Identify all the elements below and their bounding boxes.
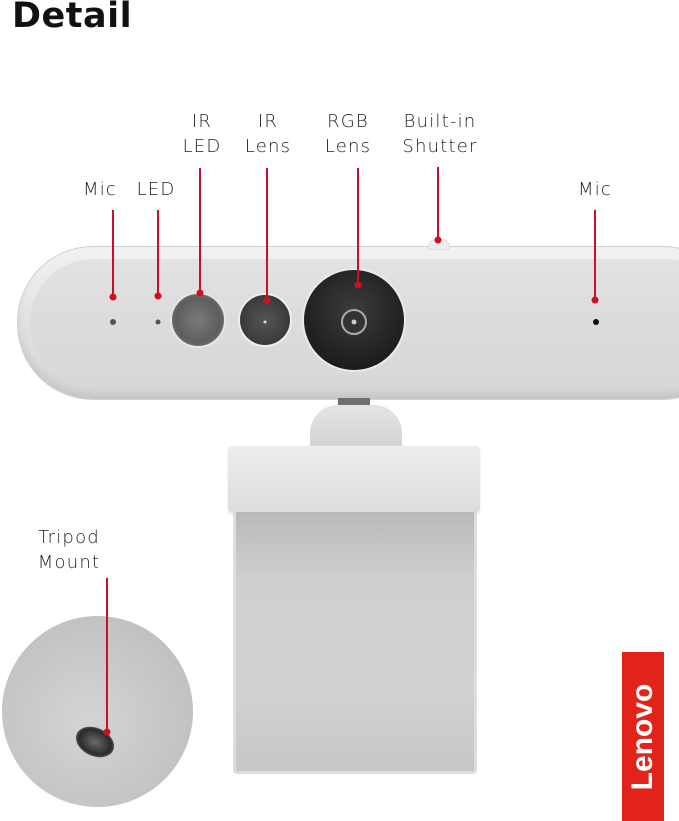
monitor-clip-body bbox=[233, 512, 477, 774]
callout-dot-rgb-lens bbox=[354, 281, 362, 289]
leader-line-mic-right bbox=[594, 210, 596, 300]
callout-label-mic-right: Mic bbox=[578, 177, 612, 202]
label-line: IR bbox=[191, 111, 213, 132]
label-line: Mic bbox=[82, 179, 118, 200]
label-line: Lens bbox=[324, 136, 372, 157]
rgb-lens-center bbox=[351, 319, 357, 325]
label-line: Built-in bbox=[403, 111, 477, 132]
callout-dot-led bbox=[154, 292, 162, 300]
lenovo-logo: Lenovo bbox=[622, 652, 664, 821]
mic-right-hole bbox=[593, 319, 599, 325]
leader-line-mic-left bbox=[112, 210, 114, 297]
callout-label-tripod: Tripod Mount bbox=[38, 525, 100, 575]
callout-dot-mic-right bbox=[591, 296, 599, 304]
mic-left-hole bbox=[110, 319, 116, 325]
leader-line-tripod bbox=[106, 578, 108, 732]
led-indicator bbox=[155, 319, 161, 325]
callout-dot-shutter bbox=[434, 236, 442, 244]
page-title: Detail bbox=[12, 0, 133, 36]
callout-dot-ir-led bbox=[196, 289, 204, 297]
ir-lens-center bbox=[263, 320, 267, 324]
leader-line-ir-lens bbox=[266, 168, 268, 300]
leader-line-ir-led bbox=[199, 168, 201, 293]
label-line: Mic bbox=[577, 179, 613, 200]
tripod-mount-inset bbox=[2, 616, 193, 807]
callout-label-ir-led: IR LED bbox=[183, 109, 222, 159]
label-line: LED bbox=[182, 136, 222, 157]
label-line: RGB bbox=[327, 111, 369, 132]
callout-label-ir-lens: IR Lens bbox=[245, 109, 291, 159]
label-line: Lens bbox=[244, 136, 292, 157]
lenovo-logo-text: Lenovo bbox=[626, 683, 659, 790]
callout-label-led: LED bbox=[137, 177, 176, 202]
callout-label-rgb-lens: RGB Lens bbox=[325, 109, 371, 159]
label-line: LED bbox=[136, 179, 176, 200]
leader-line-led bbox=[157, 210, 159, 296]
callout-label-shutter: Built-in Shutter bbox=[402, 109, 477, 159]
label-line: Shutter bbox=[402, 136, 478, 157]
label-line: Mount bbox=[37, 552, 101, 573]
leader-line-rgb-lens bbox=[357, 168, 359, 285]
label-line: Tripod bbox=[38, 527, 100, 548]
monitor-clip-top bbox=[228, 446, 480, 512]
callout-dot-ir-lens bbox=[263, 296, 271, 304]
leader-line-shutter bbox=[437, 167, 439, 240]
ir-led-lens bbox=[170, 292, 226, 348]
label-line: IR bbox=[257, 111, 279, 132]
callout-dot-mic-left bbox=[109, 293, 117, 301]
callout-dot-tripod bbox=[103, 728, 111, 736]
callout-label-mic-left: Mic bbox=[83, 177, 117, 202]
